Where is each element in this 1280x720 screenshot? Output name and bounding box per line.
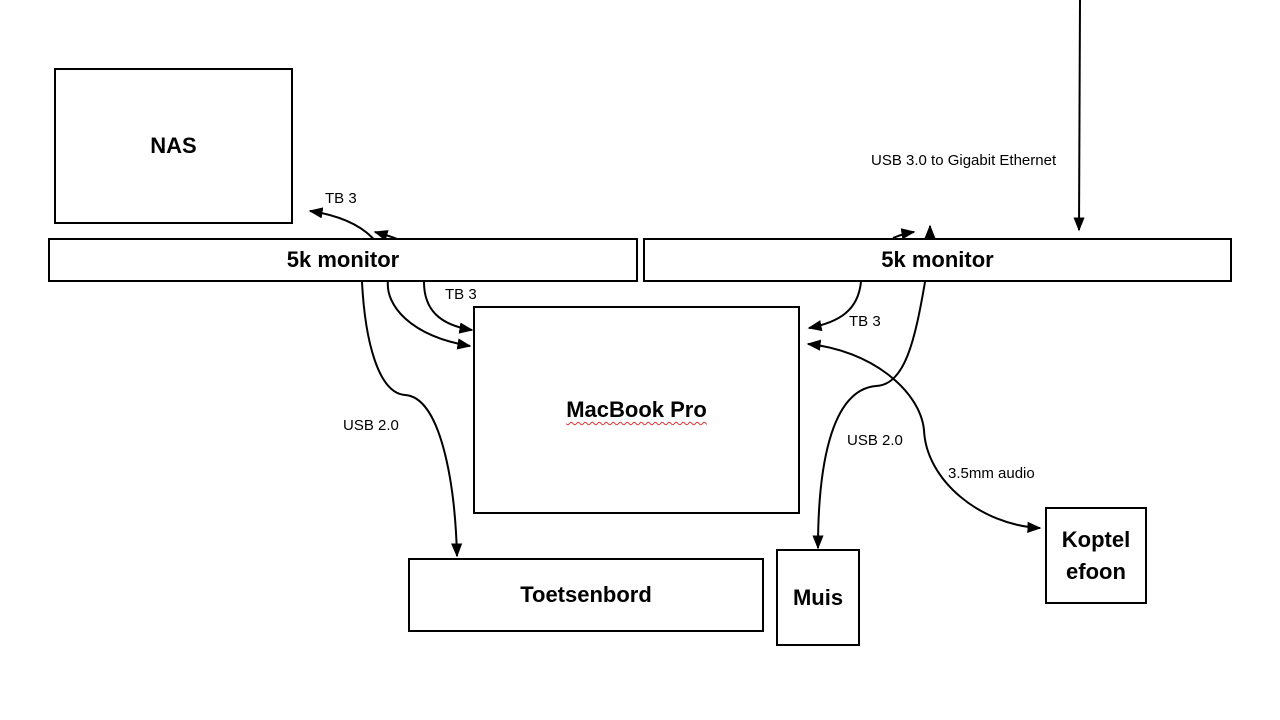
monitor-left-box: 5k monitor	[48, 238, 638, 282]
nas-box: NAS	[54, 68, 293, 224]
edge-usb2-left	[361, 281, 463, 558]
monitor-right-label: 5k monitor	[881, 247, 994, 272]
edge-ethernet	[1073, 0, 1085, 232]
label-usb2-left: USB 2.0	[343, 417, 399, 434]
monitor-right-box: 5k monitor	[643, 238, 1232, 282]
headphones-label-line1: Koptel	[1061, 526, 1131, 552]
mouse-label: Muis	[792, 584, 844, 610]
label-ethernet: USB 3.0 to Gigabit Ethernet	[871, 152, 1057, 169]
headphones-box: Koptel efoon	[1045, 507, 1147, 604]
edge-audio	[806, 339, 1042, 533]
label-tb3-right: TB 3	[849, 313, 881, 330]
edge-tb3-left	[423, 281, 474, 334]
label-usb2-right: USB 2.0	[847, 432, 903, 449]
label-audio: 3.5mm audio	[948, 465, 1035, 482]
macbook-label: MacBook Pro	[566, 397, 707, 422]
mouse-box: Muis	[776, 549, 860, 646]
keyboard-label: Toetsenbord	[520, 582, 652, 607]
edge-stub-right	[892, 228, 916, 240]
headphones-label-line2: efoon	[1066, 558, 1126, 584]
nas-label: NAS	[150, 133, 197, 158]
label-tb3-left: TB 3	[445, 286, 477, 303]
label-tb3-nas: TB 3	[325, 190, 357, 207]
keyboard-box: Toetsenbord	[408, 558, 764, 632]
monitor-left-label: 5k monitor	[286, 247, 400, 272]
edge-tb3-right	[807, 281, 862, 332]
macbook-box: MacBook Pro	[473, 306, 800, 514]
